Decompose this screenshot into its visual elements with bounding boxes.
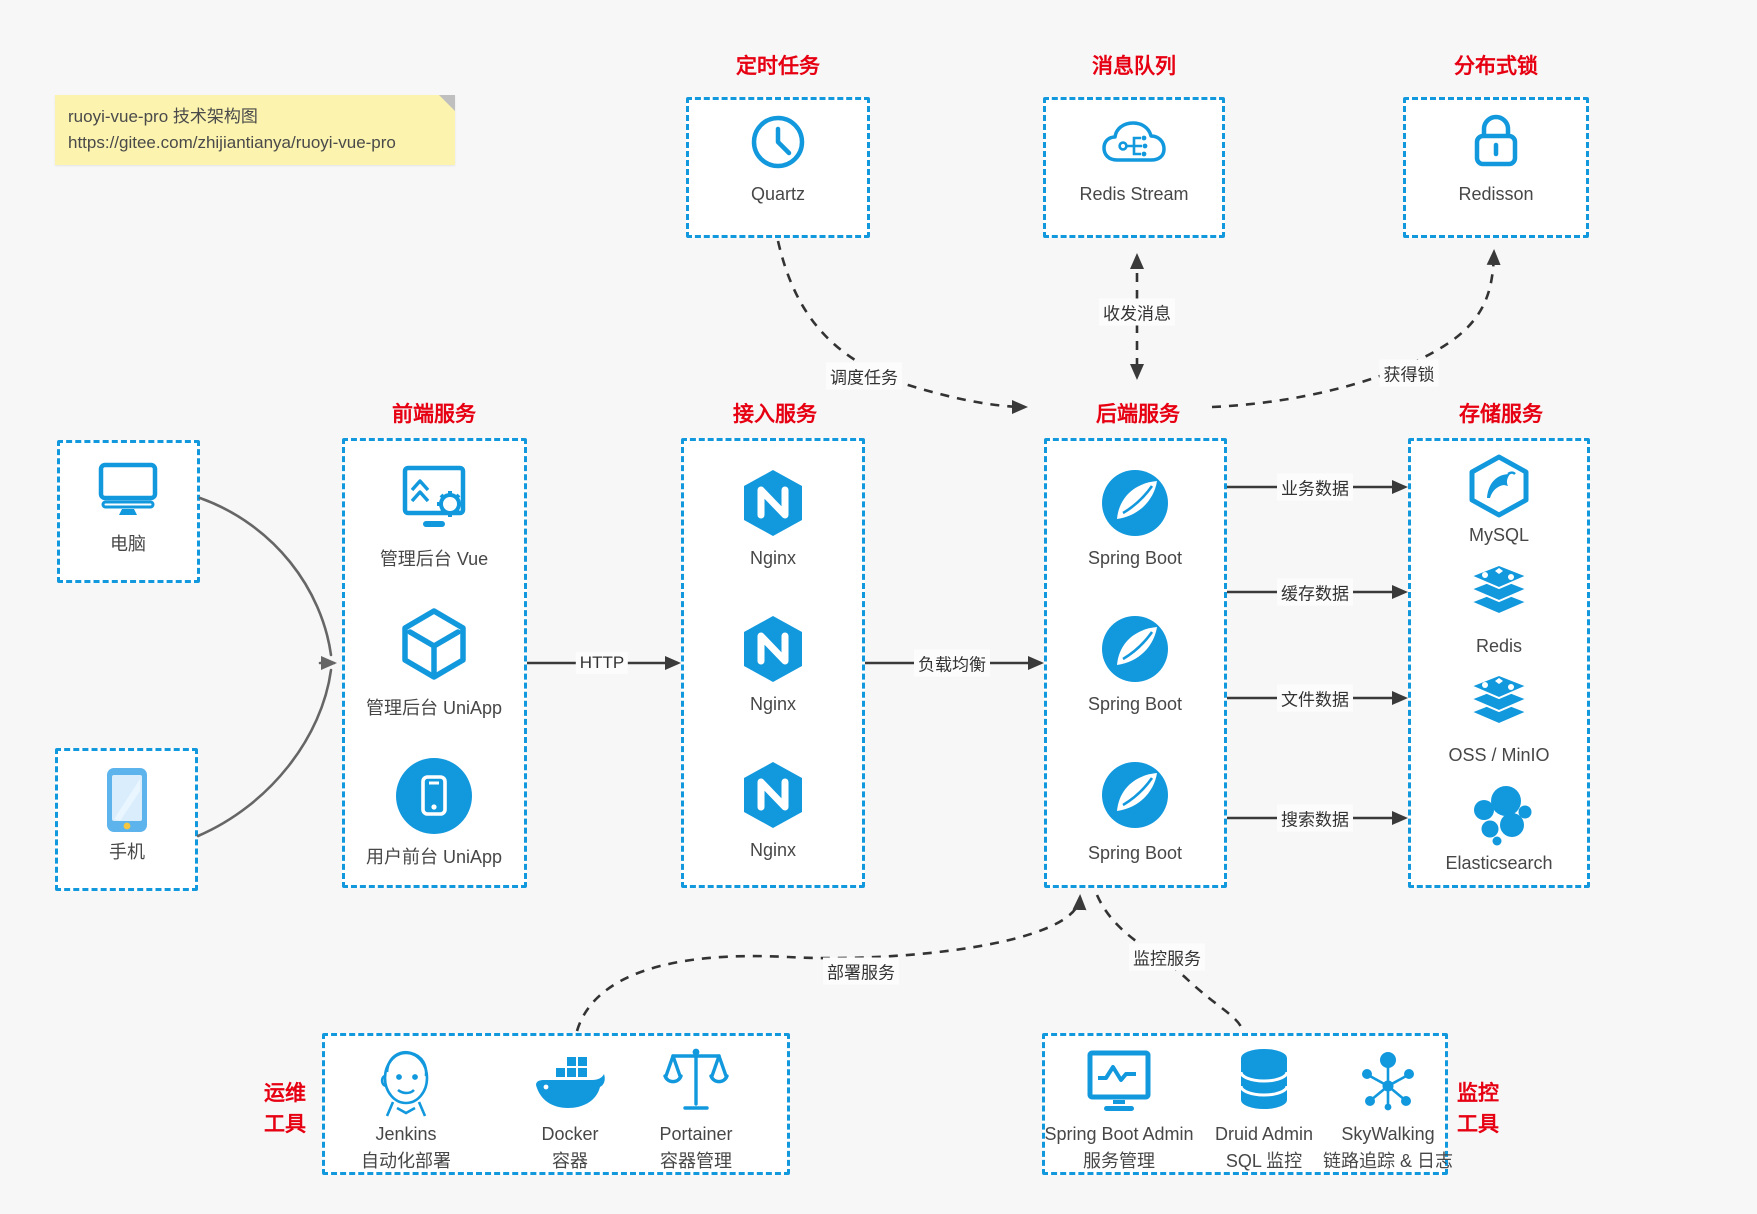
edge-label-monitor-service: 监控服务 — [1129, 943, 1205, 971]
cloud-message-icon — [1101, 120, 1167, 168]
label-monitor-tools: 监控 工具 — [1457, 1082, 1499, 1136]
nginx-icon — [741, 614, 805, 684]
node-oss-minio: OSS / MinIO — [1448, 745, 1550, 765]
docker-icon — [532, 1054, 608, 1112]
clients-to-frontend-connector — [196, 496, 337, 838]
desktop-icon — [96, 460, 160, 520]
title-storage-services: 存储服务 — [1459, 403, 1543, 426]
edge-label-acquire-lock: 获得锁 — [1379, 359, 1439, 387]
edge-label-send-receive-message: 收发消息 — [1099, 298, 1175, 326]
title-distributed-lock: 分布式锁 — [1454, 55, 1538, 78]
node-jenkins-desc: 自动化部署 — [361, 1151, 451, 1171]
edge-label-file-data: 文件数据 — [1277, 684, 1353, 712]
node-spring-boot-admin-desc: 服务管理 — [1083, 1151, 1155, 1171]
spring-boot-admin-icon — [1084, 1048, 1154, 1114]
clock-icon — [748, 112, 808, 172]
edge-label-load-balance: 负载均衡 — [914, 649, 990, 677]
admin-vue-icon — [396, 463, 472, 533]
node-nginx-1: Nginx — [749, 548, 797, 568]
sticky-note: ruoyi-vue-pro 技术架构图 https://gitee.com/zh… — [55, 95, 455, 165]
node-springboot-2: Spring Boot — [1087, 694, 1183, 714]
node-skywalking-desc: 链路追踪 & 日志 — [1322, 1151, 1454, 1171]
title-frontend-services: 前端服务 — [392, 403, 476, 426]
spring-boot-icon — [1100, 760, 1170, 830]
admin-uniapp-icon — [396, 606, 472, 682]
spring-boot-icon — [1100, 614, 1170, 684]
skywalking-icon — [1357, 1048, 1419, 1112]
nginx-icon — [741, 468, 805, 538]
node-portainer: Portainer — [659, 1124, 733, 1144]
edge-label-deploy-service: 部署服务 — [823, 957, 899, 985]
node-mysql: MySQL — [1468, 525, 1530, 545]
title-message-queue: 消息队列 — [1092, 55, 1176, 78]
oss-minio-icon — [1468, 673, 1530, 734]
redis-stream-box — [1043, 97, 1225, 238]
redisson-box — [1403, 97, 1589, 238]
note-title: ruoyi-vue-pro 技术架构图 — [68, 107, 258, 126]
node-redisson: Redisson — [1458, 184, 1534, 204]
node-nginx-2: Nginx — [749, 694, 797, 714]
title-scheduled-task: 定时任务 — [736, 55, 820, 78]
title-backend-services: 后端服务 — [1096, 403, 1180, 426]
node-jenkins: Jenkins — [375, 1124, 437, 1144]
spring-boot-icon — [1100, 468, 1170, 538]
node-redis: Redis — [1475, 636, 1523, 656]
node-portainer-desc: 容器管理 — [660, 1151, 732, 1171]
node-admin-uniapp: 管理后台 UniApp — [365, 698, 503, 718]
portainer-icon — [663, 1046, 729, 1116]
edge-label-cache-data: 缓存数据 — [1277, 578, 1353, 606]
node-elasticsearch: Elasticsearch — [1445, 853, 1553, 873]
node-docker-desc: 容器 — [552, 1151, 588, 1171]
note-url: https://gitee.com/zhijiantianya/ruoyi-vu… — [68, 133, 396, 152]
mysql-icon — [1466, 453, 1532, 519]
node-docker: Docker — [541, 1124, 599, 1144]
node-springboot-1: Spring Boot — [1087, 548, 1183, 568]
title-access-services: 接入服务 — [733, 403, 817, 426]
elasticsearch-icon — [1464, 784, 1534, 846]
label-ops-tools: 运维 工具 — [264, 1082, 306, 1136]
node-redis-stream: Redis Stream — [1079, 184, 1189, 204]
node-skywalking: SkyWalking — [1341, 1124, 1435, 1144]
redis-icon — [1468, 563, 1530, 624]
edge-label-business-data: 业务数据 — [1277, 473, 1353, 501]
node-quartz: Quartz — [750, 184, 806, 204]
lock-icon — [1467, 110, 1525, 172]
edge-label-schedule-task: 调度任务 — [826, 362, 902, 390]
druid-admin-icon — [1235, 1048, 1293, 1112]
node-druid-admin: Druid Admin — [1214, 1124, 1314, 1144]
node-user-uniapp: 用户前台 UniApp — [365, 847, 503, 867]
jenkins-icon — [373, 1046, 439, 1120]
edge-label-http: HTTP — [575, 652, 629, 674]
acquire-lock-curve — [1211, 249, 1501, 409]
user-uniapp-icon — [395, 757, 473, 835]
phone-icon — [102, 766, 152, 834]
node-admin-vue: 管理后台 Vue — [379, 549, 489, 569]
node-pc: 电脑 — [110, 534, 146, 554]
node-springboot-3: Spring Boot — [1087, 843, 1183, 863]
nginx-icon — [741, 760, 805, 830]
edge-label-search-data: 搜索数据 — [1277, 804, 1353, 832]
node-phone: 手机 — [109, 842, 145, 862]
node-nginx-3: Nginx — [749, 840, 797, 860]
node-spring-boot-admin: Spring Boot Admin — [1044, 1124, 1194, 1144]
node-druid-admin-desc: SQL 监控 — [1225, 1151, 1303, 1171]
